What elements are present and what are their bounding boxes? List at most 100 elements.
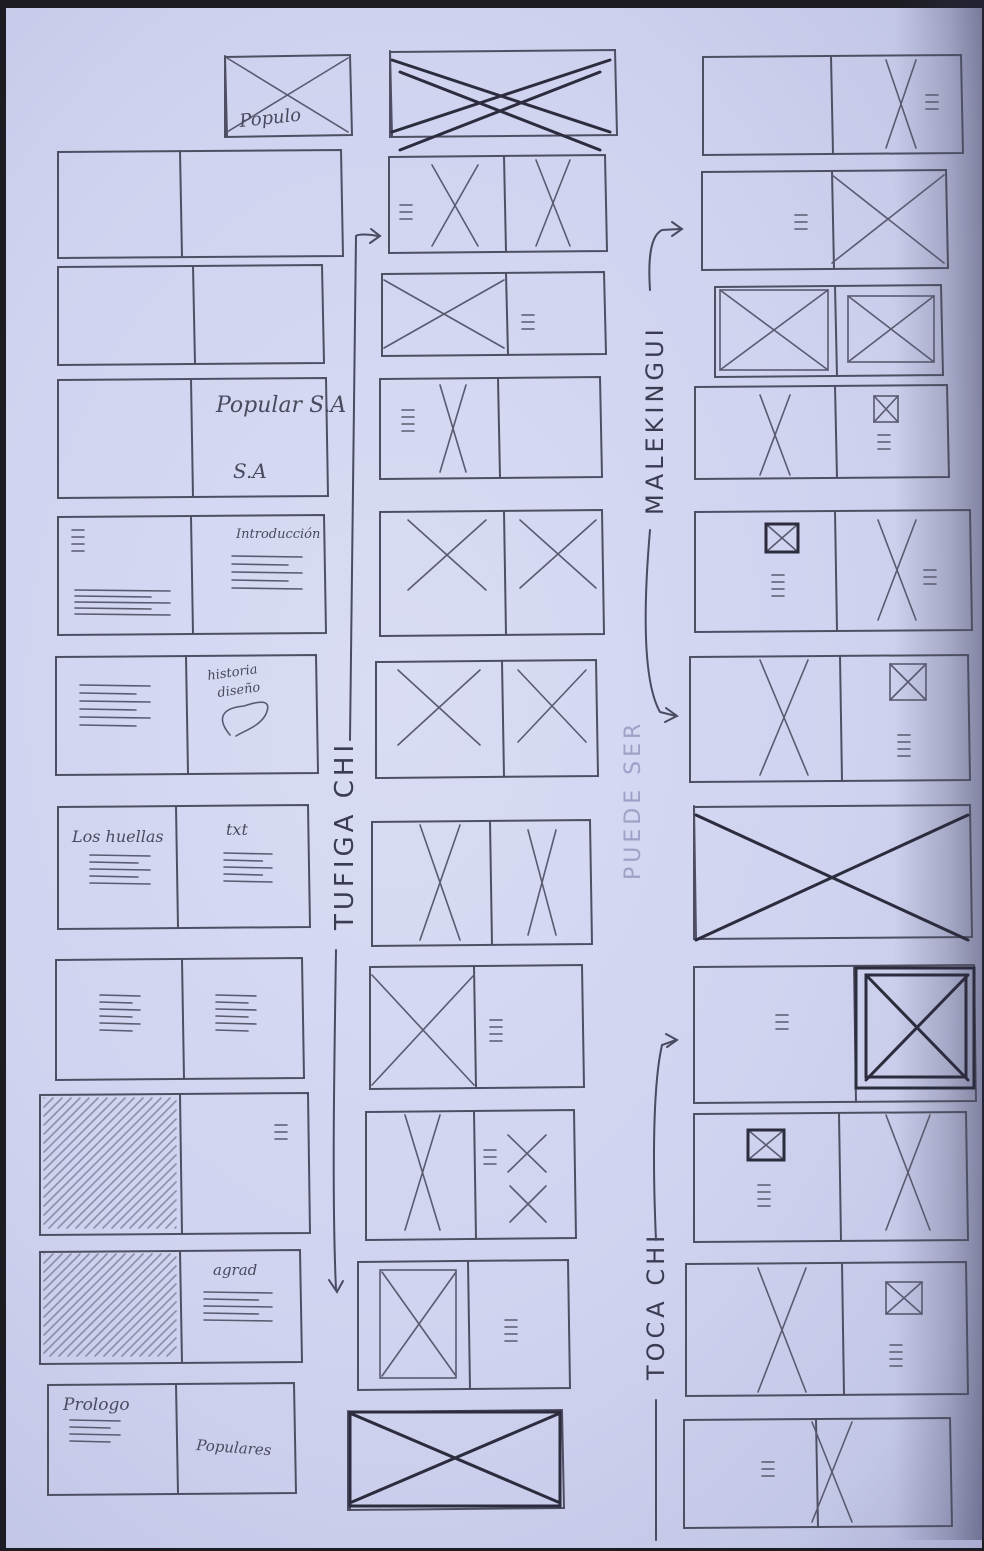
image-placeholder bbox=[518, 670, 586, 742]
spread-c1-2-fold bbox=[193, 266, 195, 364]
spread-c3-4-fold bbox=[835, 511, 837, 631]
spread-c1-2 bbox=[58, 265, 324, 365]
spread-c3-5 bbox=[690, 655, 970, 782]
image-placeholder bbox=[372, 975, 474, 1085]
annotation-introduccion: Introducción bbox=[235, 527, 320, 542]
image-placeholder bbox=[536, 160, 570, 246]
image-placeholder bbox=[890, 664, 926, 700]
label-malekingui: MALEKINGUI bbox=[641, 325, 669, 515]
spread-c2-4-fold bbox=[504, 511, 506, 635]
illustration-scribble bbox=[222, 702, 267, 736]
annotation-popular-bottom: Populares bbox=[195, 1436, 273, 1459]
crossed-out-spread bbox=[400, 72, 600, 150]
spread-c2-4 bbox=[380, 510, 604, 636]
image-placeholder bbox=[886, 1282, 922, 1314]
label-tufiga: TUFIGA CHI bbox=[330, 741, 360, 931]
text-lines bbox=[232, 556, 302, 589]
annotation-prologo: Prologo bbox=[62, 1395, 130, 1415]
text-lines bbox=[70, 1420, 120, 1442]
spread-c2-7-fold bbox=[474, 966, 476, 1088]
image-placeholder bbox=[760, 395, 790, 475]
text-lines bbox=[224, 853, 272, 882]
spread-c2-6-fold bbox=[490, 821, 492, 945]
flow-arrows bbox=[329, 222, 682, 1540]
image-placeholder bbox=[408, 520, 486, 590]
spread-c3-2-fold bbox=[835, 286, 837, 376]
image-placeholder bbox=[758, 1268, 806, 1392]
image-placeholder bbox=[866, 975, 968, 1080]
image-placeholder bbox=[874, 396, 898, 422]
crossed-out-spread bbox=[392, 60, 610, 132]
spread-c3-1 bbox=[702, 170, 948, 270]
crossed-out-spread bbox=[352, 1414, 558, 1502]
text-ticks bbox=[505, 1320, 517, 1341]
spread-c1-3-fold bbox=[191, 379, 193, 497]
annotation-diseno: diseño bbox=[216, 680, 261, 701]
spread-c2-9-fold bbox=[468, 1261, 470, 1389]
image-placeholder bbox=[384, 280, 504, 348]
image-placeholder bbox=[878, 520, 916, 620]
spread-c2-2 bbox=[382, 272, 606, 356]
spread-c1-7 bbox=[56, 958, 304, 1080]
text-ticks bbox=[72, 530, 84, 551]
text-lines bbox=[204, 1292, 272, 1321]
image-placeholder bbox=[528, 830, 556, 935]
spread-c3-6 bbox=[694, 805, 972, 939]
spread-c3-8-fold bbox=[839, 1113, 841, 1241]
text-ticks bbox=[924, 570, 936, 584]
text-lines bbox=[90, 855, 150, 884]
spread-c2-1 bbox=[389, 155, 607, 253]
label-toca: TOCA CHI bbox=[642, 1232, 670, 1381]
spread-c3-3-fold bbox=[835, 386, 837, 478]
spread-c3-4 bbox=[695, 510, 972, 632]
text-ticks bbox=[484, 1150, 496, 1164]
spread-c2-9 bbox=[358, 1260, 570, 1390]
spread-c1-6 bbox=[58, 805, 310, 929]
spread-c1-1-fold bbox=[180, 151, 182, 257]
spread-c2-3-fold bbox=[498, 378, 500, 478]
text-ticks bbox=[490, 1020, 502, 1041]
spread-c3-5-fold bbox=[840, 656, 842, 781]
spread-c3-3 bbox=[695, 385, 949, 479]
image-placeholder bbox=[886, 60, 916, 148]
spread-c1-1 bbox=[58, 150, 343, 258]
image-placeholder bbox=[405, 1115, 440, 1230]
label-faint: PUEDE SER bbox=[621, 720, 646, 880]
spread-c3-7 bbox=[694, 965, 976, 1103]
image-placeholder bbox=[508, 1135, 546, 1172]
text-ticks bbox=[772, 575, 784, 596]
text-ticks bbox=[402, 410, 414, 431]
spread-c1-6-fold bbox=[176, 806, 178, 928]
spread-c2-1-fold bbox=[504, 156, 506, 252]
image-placeholder bbox=[832, 175, 944, 263]
spread-c3-9-fold bbox=[842, 1263, 844, 1395]
text-lines bbox=[75, 590, 170, 615]
spread-c3-2 bbox=[715, 285, 943, 377]
spread-c3-1-fold bbox=[832, 171, 834, 269]
annotation-populao: Populo bbox=[237, 105, 302, 132]
text-ticks bbox=[890, 1345, 902, 1366]
spread-c2-8-fold bbox=[474, 1111, 476, 1239]
annotation-los-huellas: Los huellas bbox=[71, 827, 164, 846]
text-ticks bbox=[762, 1462, 774, 1476]
image-placeholder bbox=[382, 1272, 456, 1376]
text-ticks bbox=[878, 435, 890, 449]
annotation-txt: txt bbox=[226, 820, 248, 839]
image-placeholder bbox=[748, 1130, 784, 1160]
text-lines bbox=[80, 685, 150, 726]
spread-c1-5-fold bbox=[186, 656, 188, 774]
image-placeholder bbox=[720, 290, 828, 370]
text-ticks bbox=[926, 95, 938, 109]
spread-c3-0-fold bbox=[831, 56, 833, 154]
hatched-image bbox=[44, 1098, 176, 1228]
text-lines bbox=[216, 995, 256, 1031]
image-placeholder bbox=[520, 520, 596, 588]
image-placeholder bbox=[812, 1422, 852, 1522]
text-ticks bbox=[898, 735, 910, 756]
image-placeholder bbox=[420, 825, 460, 940]
spread-c2-7 bbox=[370, 965, 584, 1089]
spread-c3-9 bbox=[686, 1262, 968, 1396]
text-ticks bbox=[400, 205, 412, 219]
image-placeholder bbox=[760, 660, 808, 775]
